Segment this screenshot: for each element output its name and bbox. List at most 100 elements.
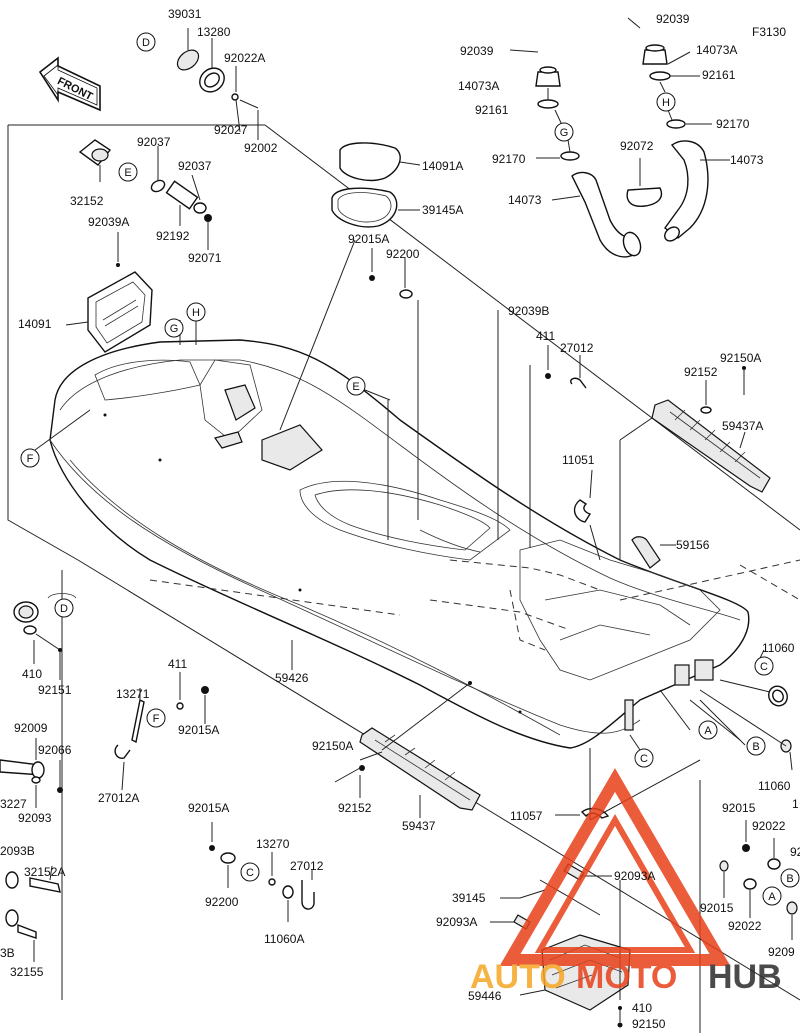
part-92015A-92200-top bbox=[369, 248, 419, 520]
marker-g-top: G bbox=[554, 122, 574, 142]
svg-text:H: H bbox=[192, 307, 200, 319]
label-11060A: 11060A bbox=[264, 932, 304, 946]
label-32152A: 32152A bbox=[24, 865, 65, 879]
label-2093B: 2093B bbox=[0, 844, 35, 858]
label-92002: 92002 bbox=[244, 141, 278, 155]
diagram-code: F3130 bbox=[752, 25, 786, 39]
label-92170-a: 92170 bbox=[492, 152, 526, 166]
reference-markers: D E G H G H E F D F C C C A B A B bbox=[20, 32, 800, 906]
part-14091A-39145A bbox=[279, 142, 421, 431]
label-92093A-a: 92093A bbox=[614, 869, 655, 883]
marker-c-hull: C bbox=[634, 748, 654, 768]
label-14073-b: 14073 bbox=[730, 153, 764, 167]
label-92015A-top: 92015A bbox=[348, 232, 389, 246]
label-92015A-mid: 92015A bbox=[178, 723, 219, 737]
label-13271: 13271 bbox=[116, 687, 150, 701]
label-92150A-bottom: 92150A bbox=[312, 739, 353, 753]
label-11060-right: 11060 bbox=[762, 641, 795, 655]
part-32152A-32155-group bbox=[5, 865, 61, 962]
label-14091A: 14091A bbox=[422, 159, 463, 173]
hose-14073-right bbox=[627, 17, 730, 242]
label-3227: 3227 bbox=[0, 797, 27, 811]
part-14091-cover bbox=[65, 263, 153, 353]
label-32152: 32152 bbox=[70, 194, 104, 208]
automotohub-logo: AUTO MOTO HUB bbox=[470, 768, 782, 996]
svg-text:C: C bbox=[760, 661, 768, 673]
label-92192: 92192 bbox=[156, 229, 190, 243]
label-14073-a: 14073 bbox=[508, 193, 542, 207]
label-92161-a: 92161 bbox=[475, 103, 509, 117]
marker-g-hull: G bbox=[164, 318, 184, 338]
label-39031: 39031 bbox=[168, 7, 202, 21]
part-f-group bbox=[114, 672, 209, 791]
marker-b-hull: B bbox=[746, 736, 766, 756]
marker-f-mid: F bbox=[146, 708, 166, 728]
svg-text:C: C bbox=[640, 753, 648, 765]
label-9209-right: 9209 bbox=[768, 945, 795, 959]
svg-text:G: G bbox=[560, 127, 569, 139]
label-92015-b: 92015 bbox=[700, 901, 734, 915]
label-13270: 13270 bbox=[256, 837, 290, 851]
part-c-group-low bbox=[209, 822, 315, 922]
label-39145A: 39145A bbox=[422, 203, 463, 217]
watermark-part3: HUB bbox=[708, 958, 782, 996]
label-92071: 92071 bbox=[188, 251, 222, 265]
label-92170-b: 92170 bbox=[716, 117, 750, 131]
label-410-left: 410 bbox=[22, 667, 42, 681]
svg-text:H: H bbox=[662, 97, 670, 109]
label-92093A-b: 92093A bbox=[436, 915, 477, 929]
part-d-group-left bbox=[13, 570, 77, 680]
part-32152-92037-group bbox=[78, 139, 212, 262]
part-92009-92066-group bbox=[0, 738, 63, 808]
label-92037-a: 92037 bbox=[137, 135, 171, 149]
label-92152-bottom: 92152 bbox=[338, 801, 372, 815]
svg-text:D: D bbox=[142, 37, 150, 49]
marker-c-right: C bbox=[754, 656, 774, 676]
marker-h-top: H bbox=[656, 92, 676, 112]
label-92039B: 92039B bbox=[508, 304, 549, 318]
label-411-top: 411 bbox=[536, 329, 555, 343]
label-92161-b: 92161 bbox=[702, 68, 736, 82]
hose-14073-left bbox=[509, 49, 642, 258]
label-92072: 92072 bbox=[620, 139, 654, 153]
label-59437: 59437 bbox=[402, 819, 436, 833]
svg-text:A: A bbox=[768, 891, 776, 903]
label-411-mid: 411 bbox=[168, 657, 187, 671]
label-27012-low: 27012 bbox=[290, 859, 324, 873]
marker-e-hull: E bbox=[346, 376, 366, 396]
label-59156: 59156 bbox=[676, 538, 710, 552]
part-59156 bbox=[631, 536, 676, 569]
label-92152-right: 92152 bbox=[684, 365, 718, 379]
front-arrow-icon: FRONT bbox=[38, 56, 101, 112]
label-59446: 59446 bbox=[468, 989, 502, 1003]
svg-text:G: G bbox=[170, 323, 179, 335]
label-92066: 92066 bbox=[38, 743, 72, 757]
label-59437A: 59437A bbox=[722, 419, 763, 433]
label-1-right: 1 bbox=[792, 797, 799, 811]
label-92022-a: 92022 bbox=[752, 819, 786, 833]
label-92093: 92093 bbox=[18, 811, 52, 825]
label-92039A: 92039A bbox=[88, 215, 129, 229]
svg-text:F: F bbox=[153, 713, 160, 725]
label-14091: 14091 bbox=[18, 317, 52, 331]
hull-59426 bbox=[49, 339, 800, 749]
part-59446-plate bbox=[519, 748, 701, 1028]
label-14073A-b: 14073A bbox=[696, 43, 737, 57]
watermark-part1: AUTO bbox=[470, 958, 566, 996]
svg-text:E: E bbox=[124, 167, 131, 179]
label-27012-top: 27012 bbox=[560, 341, 594, 355]
label-14073A-a: 14073A bbox=[458, 79, 499, 93]
label-11060-right2: 11060 bbox=[758, 779, 791, 793]
marker-a-right: A bbox=[762, 886, 782, 906]
rail-59437 bbox=[334, 682, 481, 818]
label-92015A-low: 92015A bbox=[188, 801, 229, 815]
marker-a-hull: A bbox=[698, 720, 718, 740]
part-number-labels: 39031 13280 92022A 92027 92002 92039 920… bbox=[0, 7, 800, 1031]
label-92200-low: 92200 bbox=[205, 895, 239, 909]
svg-text:D: D bbox=[60, 603, 68, 615]
label-13280: 13280 bbox=[197, 25, 231, 39]
svg-text:C: C bbox=[246, 867, 254, 879]
label-92022A: 92022A bbox=[224, 51, 265, 65]
label-92037-b: 92037 bbox=[178, 159, 212, 173]
